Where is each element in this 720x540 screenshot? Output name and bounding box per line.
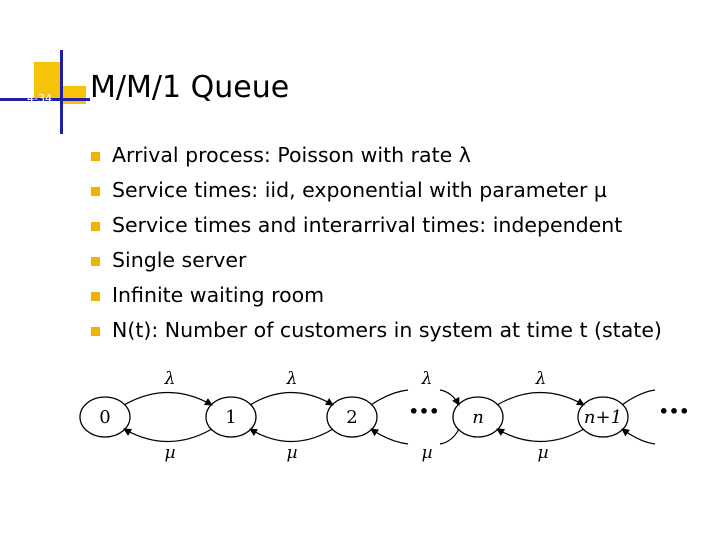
- state-label-n-plus-1: n+1: [584, 407, 622, 428]
- bullet-item: Arrival process: Poisson with rate λ: [88, 138, 662, 173]
- header-accent-block: [34, 62, 60, 100]
- square-bullet-icon: [91, 152, 100, 161]
- service-transition-arrow: [370, 428, 409, 445]
- bullet-text: Service times: iid, exponential with par…: [112, 178, 607, 202]
- bullet-text: Arrival process: Poisson with rate λ: [112, 143, 471, 167]
- state-node-1: 1: [205, 396, 257, 438]
- state-node-n: n: [452, 396, 504, 438]
- service-rate-label: µ: [537, 443, 548, 463]
- bullet-item: Service times and interarrival times: in…: [88, 208, 662, 243]
- service-transition-arrow: [123, 428, 213, 443]
- state-node-0: 0: [79, 396, 131, 438]
- square-bullet-icon: [91, 257, 100, 266]
- bullet-item: Service times: iid, exponential with par…: [88, 173, 662, 208]
- arrival-transition-arrow: [249, 391, 334, 406]
- square-bullet-icon: [91, 222, 100, 231]
- arrival-rate-label: λ: [164, 369, 176, 389]
- arrival-transition-arrow: [496, 391, 585, 406]
- arrival-transition-arrow: [123, 391, 213, 406]
- square-bullet-icon: [91, 327, 100, 336]
- bullet-text: Service times and interarrival times: in…: [112, 213, 623, 237]
- arrival-rate-label: λ: [421, 369, 433, 389]
- service-transition-arrow: [249, 428, 334, 443]
- bullet-item: Infinite waiting room: [88, 278, 662, 313]
- bullet-item: N(t): Number of customers in system at t…: [88, 313, 662, 348]
- bullet-list: Arrival process: Poisson with rate λ Ser…: [88, 138, 662, 348]
- state-node-n-plus-1: n+1: [577, 396, 629, 438]
- state-label-2: 2: [346, 407, 357, 428]
- header-vertical-rule: [60, 50, 63, 134]
- bullet-text: N(t): Number of customers in system at t…: [112, 318, 662, 342]
- bullet-text: Single server: [112, 248, 247, 272]
- ellipsis-dots: •••: [409, 402, 440, 421]
- arrival-rate-label: λ: [286, 369, 298, 389]
- arrival-rate-label: λ: [535, 369, 547, 389]
- ellipsis-dots: •••: [659, 402, 690, 421]
- arrival-transition-arrow: [439, 389, 460, 406]
- state-node-2: 2: [326, 396, 378, 438]
- service-transition-arrow: [496, 428, 585, 443]
- arrival-transition-arrow: [621, 389, 656, 406]
- bullet-item: Single server: [88, 243, 662, 278]
- slide-number: 4-34: [27, 92, 52, 105]
- state-label-n: n: [472, 407, 484, 428]
- service-rate-label: µ: [286, 443, 297, 463]
- square-bullet-icon: [91, 292, 100, 301]
- header-horizontal-rule: [0, 98, 90, 101]
- service-transition-arrow: [439, 428, 460, 445]
- birth-death-chain-diagram: 0 1 2 n n+1 λ λ λ λ µ µ µ µ ••• •••: [79, 369, 690, 463]
- arrival-transition-arrow: [370, 389, 409, 406]
- header-accent-block-lower: [62, 86, 86, 104]
- state-label-1: 1: [225, 407, 236, 428]
- state-label-0: 0: [99, 407, 110, 428]
- service-rate-label: µ: [421, 443, 432, 463]
- square-bullet-icon: [91, 187, 100, 196]
- service-rate-label: µ: [164, 443, 175, 463]
- bullet-text: Infinite waiting room: [112, 283, 325, 307]
- slide-title: M/M/1 Queue: [90, 70, 290, 105]
- service-transition-arrow: [621, 428, 656, 445]
